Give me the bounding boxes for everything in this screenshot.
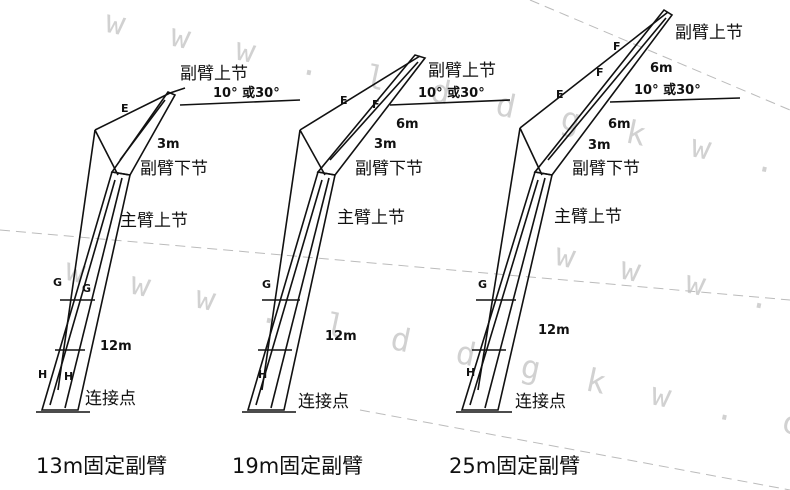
label-aux-upper-1: 副臂上节 [180,64,248,84]
label-main-upper-2: 主臂上节 [337,208,405,228]
aux-boom-1 [110,91,177,176]
label-3m-2: 3m [374,137,397,152]
label-12m-2: 12m [325,329,357,344]
label-H-1b: H [64,370,74,383]
label-main-upper-1: 主臂上节 [120,211,188,231]
label-H-2: H [258,368,268,381]
label-G-1a: G [53,276,63,289]
label-connect-2: 连接点 [298,392,349,412]
label-connect-3: 连接点 [515,392,566,412]
label-F-3a: F [613,40,621,53]
label-E-2: E [340,94,348,107]
crane-19m [242,54,511,413]
label-G-1b: G [82,282,92,295]
label-F-3b: F [596,66,604,79]
label-6m-2: 6m [396,117,419,132]
label-12m-3: 12m [538,323,570,338]
label-angle-2: 10° 或30° [418,86,485,101]
crane-25m [456,8,741,413]
label-main-upper-3: 主臂上节 [554,207,622,227]
label-aux-lower-1: 副臂下节 [140,159,208,179]
guy-line-1 [94,92,171,131]
label-H-1a: H [38,368,48,381]
label-3m-1: 3m [157,137,180,152]
aux-boom-3 [533,8,674,176]
label-F-2: F [372,98,380,111]
label-aux-upper-3: 副臂上节 [675,23,743,43]
guy-line-2 [299,55,421,131]
dash-line-3 [359,409,790,490]
caption-25m: 25m固定副臂 [449,454,581,478]
label-6m-3a: 6m [650,61,673,76]
label-connect-1: 连接点 [85,389,136,409]
label-aux-lower-2: 副臂下节 [355,159,423,179]
label-angle-1: 10° 或30° [213,86,280,101]
label-G-2: G [262,278,272,291]
label-E-1: E [121,102,129,115]
label-aux-upper-2: 副臂上节 [428,61,496,81]
caption-19m: 19m固定副臂 [232,454,364,478]
label-aux-lower-3: 副臂下节 [572,159,640,179]
aux-boom-2 [316,54,427,176]
label-H-3: H [466,366,476,379]
label-12m-1: 12m [100,339,132,354]
label-G-3: G [478,278,488,291]
label-3m-3: 3m [588,138,611,153]
caption-13m: 13m固定副臂 [36,454,168,478]
label-angle-3: 10° 或30° [634,83,701,98]
dash-line-1 [0,229,790,301]
label-6m-3b: 6m [608,117,631,132]
label-E-3: E [556,88,564,101]
crane-13m [36,87,301,413]
guy-line-3 [519,11,669,129]
